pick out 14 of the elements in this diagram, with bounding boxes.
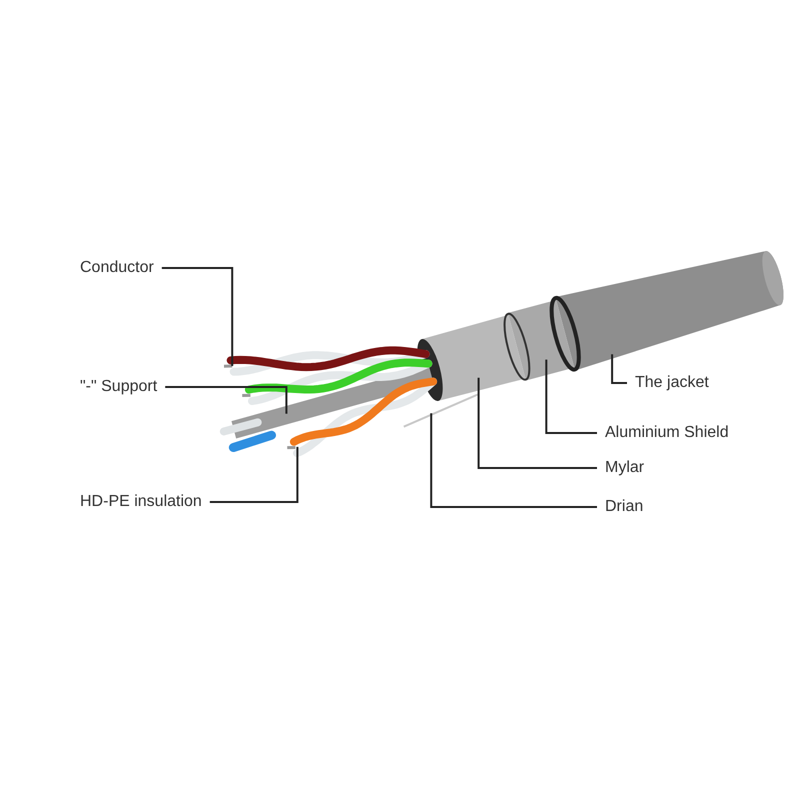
part-label: "-" Support [80,377,158,397]
leader-line [162,267,234,366]
leader-line [611,354,627,384]
part-label: Mylar [605,458,644,478]
part-label: Drian [605,497,644,517]
part-label: Aluminium Shield [605,423,729,443]
leader-line [545,360,597,434]
leader-line [210,446,298,503]
leader-line [478,378,597,469]
part-label: Conductor [80,258,154,278]
part-label: HD-PE insulation [80,492,202,512]
leader-line [430,413,597,508]
part-label: The jacket [635,373,709,393]
leader-line [165,386,288,414]
